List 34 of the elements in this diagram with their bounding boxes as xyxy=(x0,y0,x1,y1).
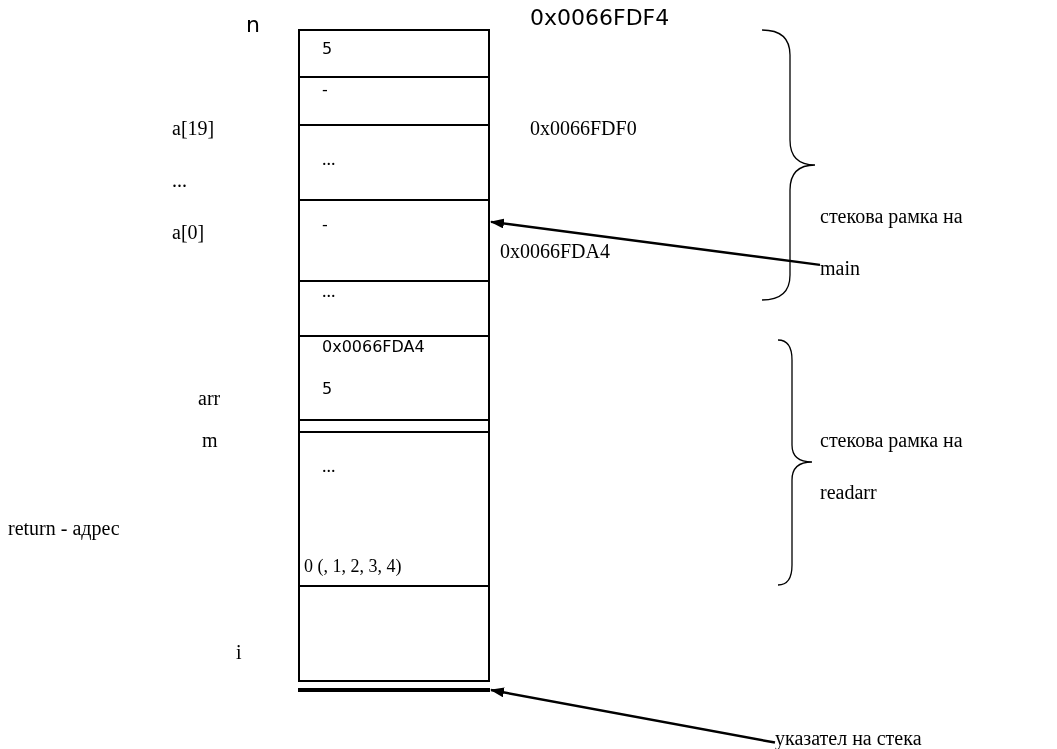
stack-cell xyxy=(298,585,490,682)
label: n xyxy=(246,11,261,39)
arrow xyxy=(490,218,821,267)
label: a[19] xyxy=(172,116,216,141)
label: ... xyxy=(172,168,188,193)
label: arr xyxy=(198,386,222,411)
text: ... xyxy=(322,150,336,168)
text: 0 (, 1, 2, 3, 4) xyxy=(304,557,402,575)
stack-cell xyxy=(298,76,490,126)
label: m xyxy=(202,428,219,453)
stack-cell xyxy=(298,419,490,433)
arrow xyxy=(490,687,776,744)
text: ... xyxy=(322,282,336,300)
stack-cell xyxy=(298,280,490,337)
label: 0x0066FDF0 xyxy=(530,116,638,141)
text: стекова рамка на main xyxy=(820,204,964,281)
label: 0x0066FDF4 xyxy=(530,4,671,32)
stack-cell xyxy=(298,29,490,78)
text: 5 xyxy=(322,41,333,57)
label: i xyxy=(236,640,243,665)
label: 0x0066FDA4 xyxy=(500,239,611,264)
text: 5 xyxy=(322,381,333,397)
text: ... xyxy=(322,457,336,475)
text: - xyxy=(322,82,328,98)
stack-cell xyxy=(298,431,490,587)
label: a[0] xyxy=(172,220,206,245)
label: стекова рамка на readarr xyxy=(820,428,964,505)
text: 0x0066FDA4 xyxy=(322,339,425,355)
text: указател на стека xyxy=(775,726,923,749)
text: - xyxy=(322,217,328,233)
stack-cell xyxy=(298,199,490,282)
label: return - адрес xyxy=(8,516,121,542)
stack-cell xyxy=(298,335,490,421)
stack-cell xyxy=(298,124,490,201)
